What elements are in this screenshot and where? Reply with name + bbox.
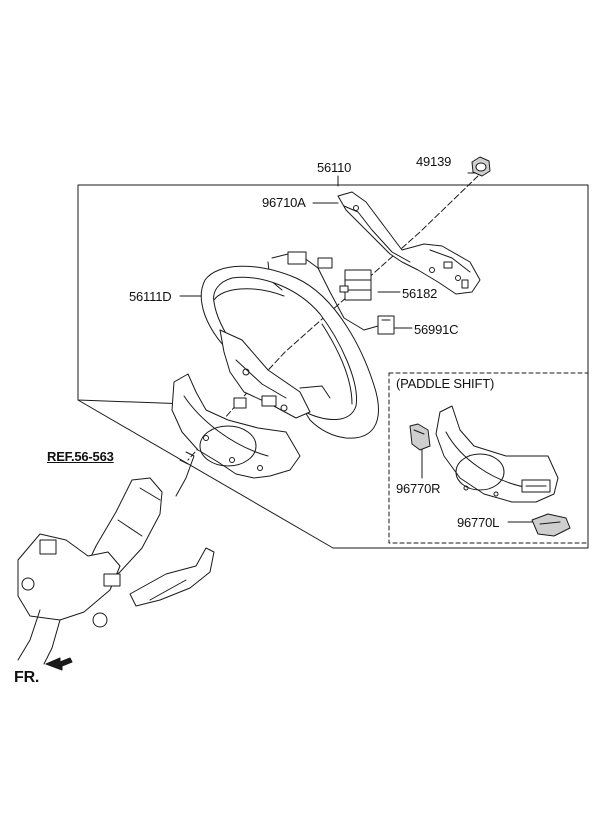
callout-56111d: 56111D [129, 289, 172, 304]
paddle-shift-inset-title: (PADDLE SHIFT) [396, 376, 495, 391]
front-direction-arrow-icon [45, 657, 73, 671]
callout-96770r: 96770R [396, 481, 441, 496]
callout-56110: 56110 [317, 160, 352, 175]
paddle-shift-inset-box [388, 372, 589, 544]
switch-56182 [339, 269, 372, 301]
nut-49139 [471, 156, 491, 177]
steering-column [17, 451, 215, 665]
front-direction-label: FR. [14, 669, 40, 686]
callout-56182: 56182 [402, 286, 438, 301]
steering-wheel-56111d [200, 265, 379, 439]
reference-label: REF.56-563 [47, 449, 114, 464]
airbag-module-96710a [337, 191, 481, 295]
rear-cover [171, 373, 301, 479]
paddle-shift-cover [435, 405, 559, 503]
callout-96710a: 96710A [262, 195, 306, 210]
assembly-boundary-right [77, 184, 589, 549]
paddle-96770r [409, 423, 431, 451]
callout-49139: 49139 [416, 154, 452, 169]
paddle-96770l [531, 513, 571, 537]
callout-56991c: 56991C [414, 322, 459, 337]
callout-96770l: 96770L [457, 515, 500, 530]
